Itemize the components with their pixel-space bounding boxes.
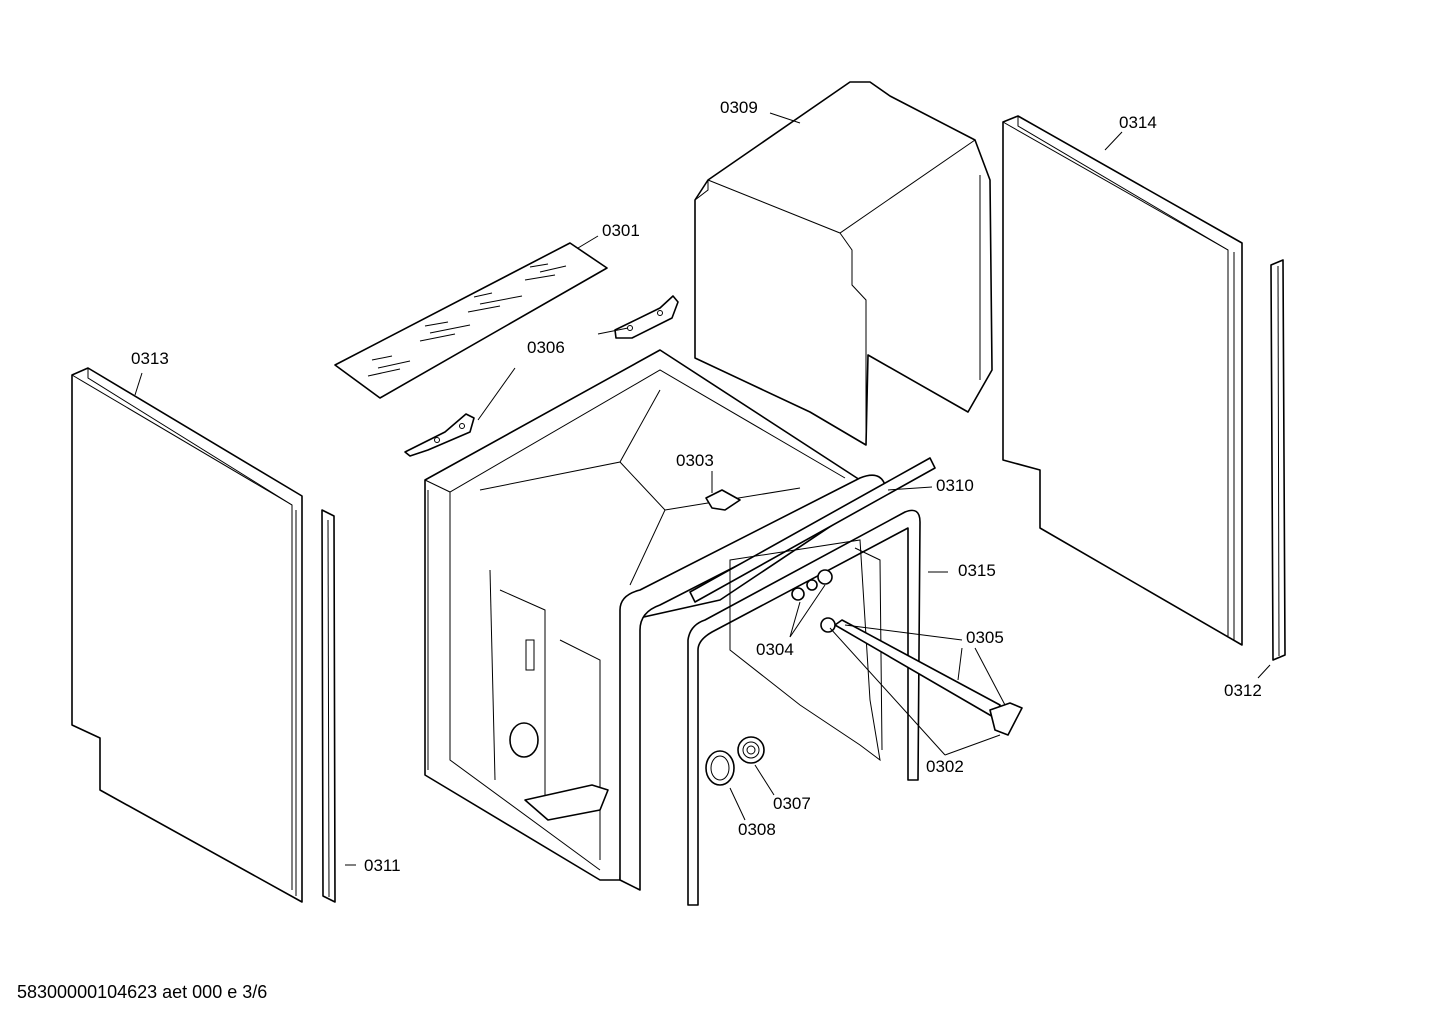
part-front-panel-inner bbox=[729, 539, 883, 762]
document-code: 58300000104623 aet 000 e 3/6 bbox=[17, 982, 267, 1002]
label-0309: 0309 bbox=[720, 98, 758, 117]
part-0309-top-cover bbox=[694, 81, 993, 446]
label-0306: 0306 bbox=[527, 338, 565, 357]
label-0304: 0304 bbox=[756, 640, 794, 659]
label-0305: 0305 bbox=[966, 628, 1004, 647]
label-0310: 0310 bbox=[936, 476, 974, 495]
part-0304-screws bbox=[791, 569, 833, 601]
label-0301: 0301 bbox=[602, 221, 640, 240]
part-0313-left-side-panel bbox=[71, 367, 303, 903]
part-labels: 0309 0301 0306 0313 0314 0303 0310 0315 … bbox=[131, 98, 1262, 875]
part-0312-right-edge-strip bbox=[1270, 259, 1286, 661]
part-0303-clip bbox=[705, 489, 741, 511]
label-0313: 0313 bbox=[131, 349, 169, 368]
part-0311-left-edge-strip bbox=[321, 509, 336, 903]
part-0306-bracket-upper bbox=[614, 295, 679, 339]
part-0306-bracket-lower bbox=[404, 413, 475, 457]
label-0307: 0307 bbox=[773, 794, 811, 813]
part-0301-insulation-mat bbox=[334, 242, 608, 399]
part-tub-body bbox=[424, 349, 871, 881]
part-0307-drain-cap bbox=[737, 736, 765, 764]
part-0315-door-frame bbox=[619, 474, 921, 906]
label-0303: 0303 bbox=[676, 451, 714, 470]
label-0302: 0302 bbox=[926, 757, 964, 776]
label-0308: 0308 bbox=[738, 820, 776, 839]
part-0314-right-side-panel bbox=[1002, 115, 1243, 646]
part-0308-ring-seal bbox=[705, 750, 735, 786]
part-0310-top-strip bbox=[689, 457, 936, 603]
leader-lines bbox=[134, 112, 1271, 866]
label-0314: 0314 bbox=[1119, 113, 1157, 132]
part-0305-hinge-arm bbox=[820, 617, 1023, 736]
label-0312: 0312 bbox=[1224, 681, 1262, 700]
label-0315: 0315 bbox=[958, 561, 996, 580]
label-0311: 0311 bbox=[364, 856, 401, 875]
